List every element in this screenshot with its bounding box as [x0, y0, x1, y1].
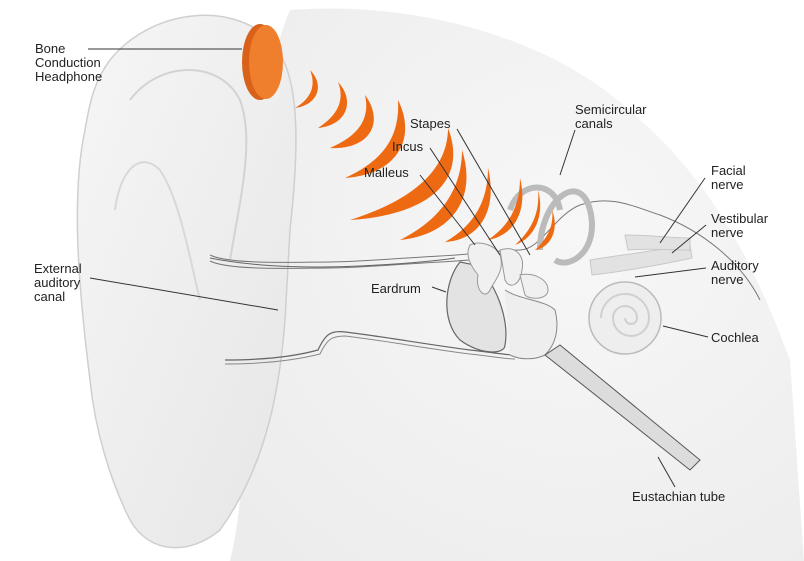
ear-canal-upper-wall	[209, 257, 456, 268]
semicircular-canals-shape	[507, 184, 595, 266]
head-tissue	[230, 8, 804, 561]
nerve-bundle	[589, 234, 693, 276]
label-semicircular-canals: Semicircular canals	[575, 102, 647, 131]
skull-contour	[209, 200, 761, 301]
label-incus: Incus	[392, 139, 424, 154]
ossicles	[467, 242, 549, 299]
ear-antihelix	[114, 161, 201, 301]
middle-ear-cavity	[504, 289, 558, 360]
eustachian-tube-shape	[544, 344, 701, 471]
label-cochlea: Cochlea	[711, 330, 759, 345]
cochlea-shape	[588, 281, 662, 355]
ear-helix-fold	[129, 69, 248, 261]
ear-canal-lower-wall	[224, 330, 516, 361]
label-auditory-nerve: Auditory nerve	[711, 258, 759, 287]
ear-canal-lower-wall-2	[224, 335, 516, 365]
label-vestibular-nerve: Vestibular nerve	[711, 211, 769, 240]
leader-lines	[88, 48, 709, 488]
label-facial-nerve: Facial nerve	[711, 163, 746, 192]
bone-conduction-headphone	[242, 24, 283, 100]
label-bone-conduction-headphone: Bone Conduction Headphone	[35, 41, 103, 84]
label-eustachian-tube: Eustachian tube	[632, 489, 726, 504]
label-stapes: Stapes	[410, 116, 451, 131]
label-eardrum: Eardrum	[371, 281, 421, 296]
label-malleus: Malleus	[364, 165, 409, 180]
label-external-auditory-canal: External auditory canal	[34, 261, 82, 304]
